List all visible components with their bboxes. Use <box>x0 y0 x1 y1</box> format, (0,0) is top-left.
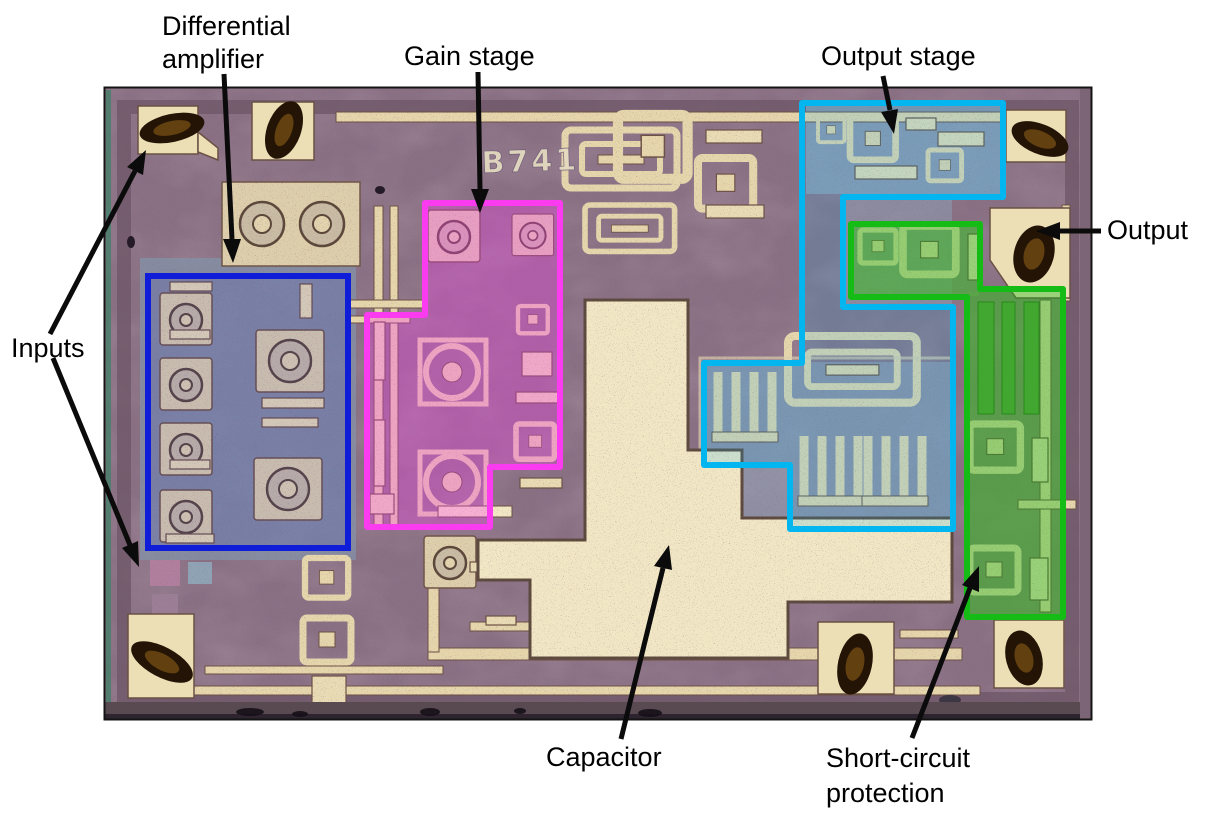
die-marking: B741 <box>481 143 580 181</box>
region-overlays <box>145 100 1066 620</box>
arrow-gain-stage <box>471 71 489 213</box>
gain-stage-region <box>364 200 563 530</box>
bond-wire-blobs <box>127 101 1069 705</box>
arrow-output <box>1036 222 1101 240</box>
label-differential-amplifier: Differential amplifier <box>162 10 291 76</box>
arrow-inputs-upper <box>47 150 146 336</box>
arrow-output-stage <box>880 75 898 134</box>
output-stage-region <box>701 100 1006 532</box>
arrow-capacitor <box>618 545 672 740</box>
arrow-short-circuit-protection <box>909 566 979 739</box>
label-inputs: Inputs <box>11 333 85 363</box>
label-differential-amplifier-line2: amplifier <box>162 44 265 74</box>
differential-amplifier-region <box>145 273 351 551</box>
label-differential-amplifier-line1: Differential <box>162 11 291 41</box>
label-short-circuit-line2: protection <box>826 778 945 808</box>
label-capacitor: Capacitor <box>546 742 662 772</box>
short-circuit-protection-region <box>848 221 1066 620</box>
label-short-circuit-line1: Short-circuit <box>826 743 971 773</box>
arrow-differential-amplifier <box>221 73 241 263</box>
annotation-arrows <box>47 71 1101 740</box>
label-gain-stage: Gain stage <box>404 41 535 71</box>
label-output: Output <box>1107 215 1189 245</box>
die-artwork <box>103 86 1093 721</box>
arrow-inputs-lower <box>50 357 139 567</box>
label-output-stage: Output stage <box>821 41 976 71</box>
label-short-circuit-protection: Short-circuit protection <box>826 741 970 811</box>
